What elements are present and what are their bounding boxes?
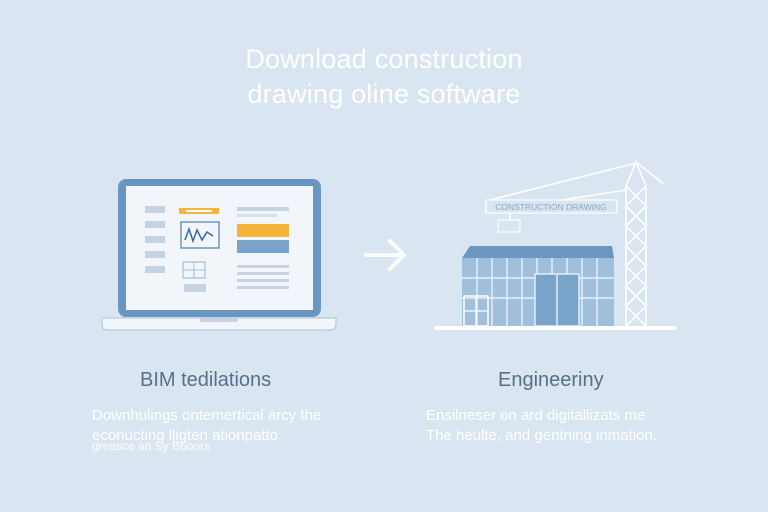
illustration: CONSTRUCTION DRAWING <box>101 159 676 331</box>
sidebar-block <box>145 236 165 243</box>
page-title: Download construction drawing oline soft… <box>0 42 768 112</box>
construction-illustration: CONSTRUCTION DRAWING <box>434 159 676 330</box>
ground-line <box>434 326 676 330</box>
sidebar-block <box>145 266 165 273</box>
drawing-canvas <box>180 221 220 249</box>
left-description: Downhulings ontemertical arcy the econuc… <box>92 406 321 452</box>
laptop-illustration <box>101 179 337 331</box>
panel-orange <box>237 224 289 237</box>
drawing-sketch <box>184 226 214 244</box>
crane-banner <box>485 199 618 214</box>
right-desc-line-1: Ensilneser on ard digitallizats me <box>426 407 646 424</box>
right-description: Ensilneser on ard digitallizats me The h… <box>426 406 657 446</box>
arrow-right-icon <box>364 239 406 271</box>
laptop-base <box>101 317 337 331</box>
left-desc-line-1: Downhulings ontemertical arcy the <box>92 407 322 424</box>
sidebar-block <box>145 206 165 213</box>
right-heading: Engineeriny <box>498 369 604 391</box>
title-line-2: drawing oline software <box>247 79 521 109</box>
panel-blue <box>237 240 289 253</box>
sidebar-block <box>145 251 165 258</box>
sidebar-block <box>145 221 165 228</box>
crane-icon <box>485 159 665 327</box>
building-roof <box>462 246 614 258</box>
right-desc-line-2: The heulte, and gentning inmation. <box>426 427 657 444</box>
left-desc-line-2: econucting lligten ationpatto <box>92 427 278 444</box>
title-line-1: Download construction <box>245 44 523 74</box>
left-heading: BIM tedilations <box>140 369 272 391</box>
crane-banner-text: CONSTRUCTION DRAWING <box>495 202 607 212</box>
left-desc-line-3: greasce ah Sy B6oors <box>92 439 211 453</box>
